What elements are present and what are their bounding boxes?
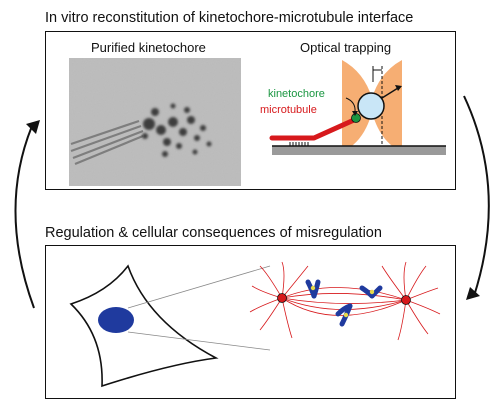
spindle-pole-left [277,293,287,303]
optical-trapping-label: Optical trapping [300,40,392,55]
cell-outline [69,264,219,388]
arrow-bottom-to-top [14,125,35,309]
zoom-line-top [127,265,271,309]
zoom-line-bottom [127,331,271,351]
coverslip [272,146,446,155]
chromosome-1 [305,279,321,299]
spindle-pole-right [401,295,411,305]
chromosome-2 [335,303,353,327]
nucleus [98,307,134,333]
anchor-linkers [289,142,309,146]
microtubule-filament [269,117,357,141]
kinetochore-particle [142,103,212,157]
optical-trap-schematic [269,60,446,155]
purified-kinetochore-label: Purified kinetochore [91,40,206,55]
regulation-panel [45,245,456,399]
microtubule-bundle [70,119,144,166]
kinetochore-pointer [345,97,356,113]
kinetochore-label: kinetochore [268,88,325,100]
chromosome-3 [359,285,383,299]
reconstitution-panel: Purified kinetochore Optical trapping [45,31,456,190]
microtubule-label: microtubule [260,104,317,116]
cell-schematic [69,261,441,388]
optical-bead [357,92,385,120]
arrow-top-to-bottom [463,95,490,297]
kinetochore-micrograph [69,58,241,186]
top-section-heading: In vitro reconstitution of kinetochore-m… [45,10,414,26]
bottom-section-heading: Regulation & cellular consequences of mi… [45,225,382,241]
force-arrow [381,87,399,99]
